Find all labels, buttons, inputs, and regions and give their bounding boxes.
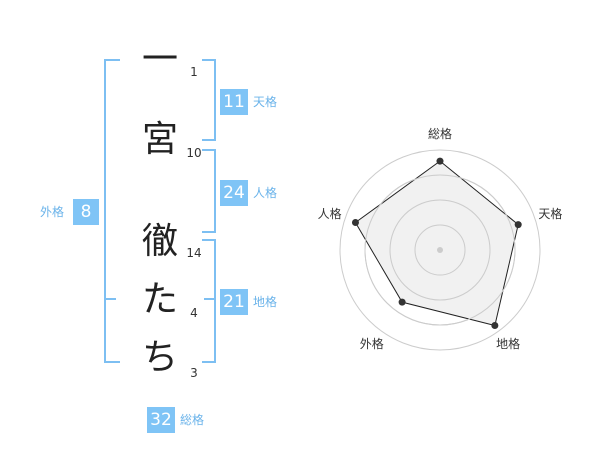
radar-ring <box>339 149 541 351</box>
chikaku-label: 地格 <box>253 295 278 309</box>
radar-axis-label-2: 天格 <box>538 206 562 221</box>
radar-axis-label-1: 総格 <box>428 126 452 141</box>
jinkaku-label: 人格 <box>253 186 278 200</box>
tenkaku-bracket <box>202 59 216 141</box>
radar-point-3 <box>491 322 499 330</box>
stroke-count-3: 14 <box>186 246 202 260</box>
gaikaku-label: 外格 <box>40 205 65 219</box>
radar-point-2 <box>514 221 522 229</box>
radar-axis-label-4: 外格 <box>360 336 384 351</box>
stroke-count-2: 10 <box>186 146 202 160</box>
outer-bracket-notch <box>104 298 116 300</box>
radar-ring-inner <box>414 224 466 276</box>
radar-point-4 <box>398 298 406 306</box>
jinkaku-bracket <box>202 149 216 233</box>
stroke-count-1: 1 <box>190 65 198 79</box>
radar-data-polygon <box>354 160 519 327</box>
chikaku-bracket <box>202 239 216 363</box>
name-character-3: 徹 <box>141 221 178 262</box>
soukaku-badge: 32 <box>147 407 175 433</box>
jinkaku-badge: 24 <box>220 180 248 206</box>
name-character-2: 宮 <box>141 119 178 160</box>
gaikaku-badge: 8 <box>73 199 99 225</box>
chikaku-bracket-notch <box>204 298 216 300</box>
radar-axis-label-5: 人格 <box>318 206 342 221</box>
radar-point-5 <box>351 219 359 227</box>
radar-ring-inner <box>389 199 491 301</box>
stroke-count-5: 3 <box>190 366 198 380</box>
stroke-count-4: 4 <box>190 306 198 320</box>
radar-ring-inner <box>364 174 516 326</box>
radar-center-dot <box>437 247 443 253</box>
tenkaku-label: 天格 <box>253 95 278 109</box>
name-character-5: ち <box>141 337 178 378</box>
chikaku-badge: 21 <box>220 289 248 315</box>
soukaku-label: 総格 <box>180 413 205 427</box>
tenkaku-badge: 11 <box>220 89 248 115</box>
radar-axis-label-3: 地格 <box>496 336 520 351</box>
name-character-1: 一 <box>141 39 178 80</box>
outer-bracket <box>104 59 120 363</box>
radar-point-1 <box>436 157 444 165</box>
name-character-4: た <box>141 279 178 320</box>
